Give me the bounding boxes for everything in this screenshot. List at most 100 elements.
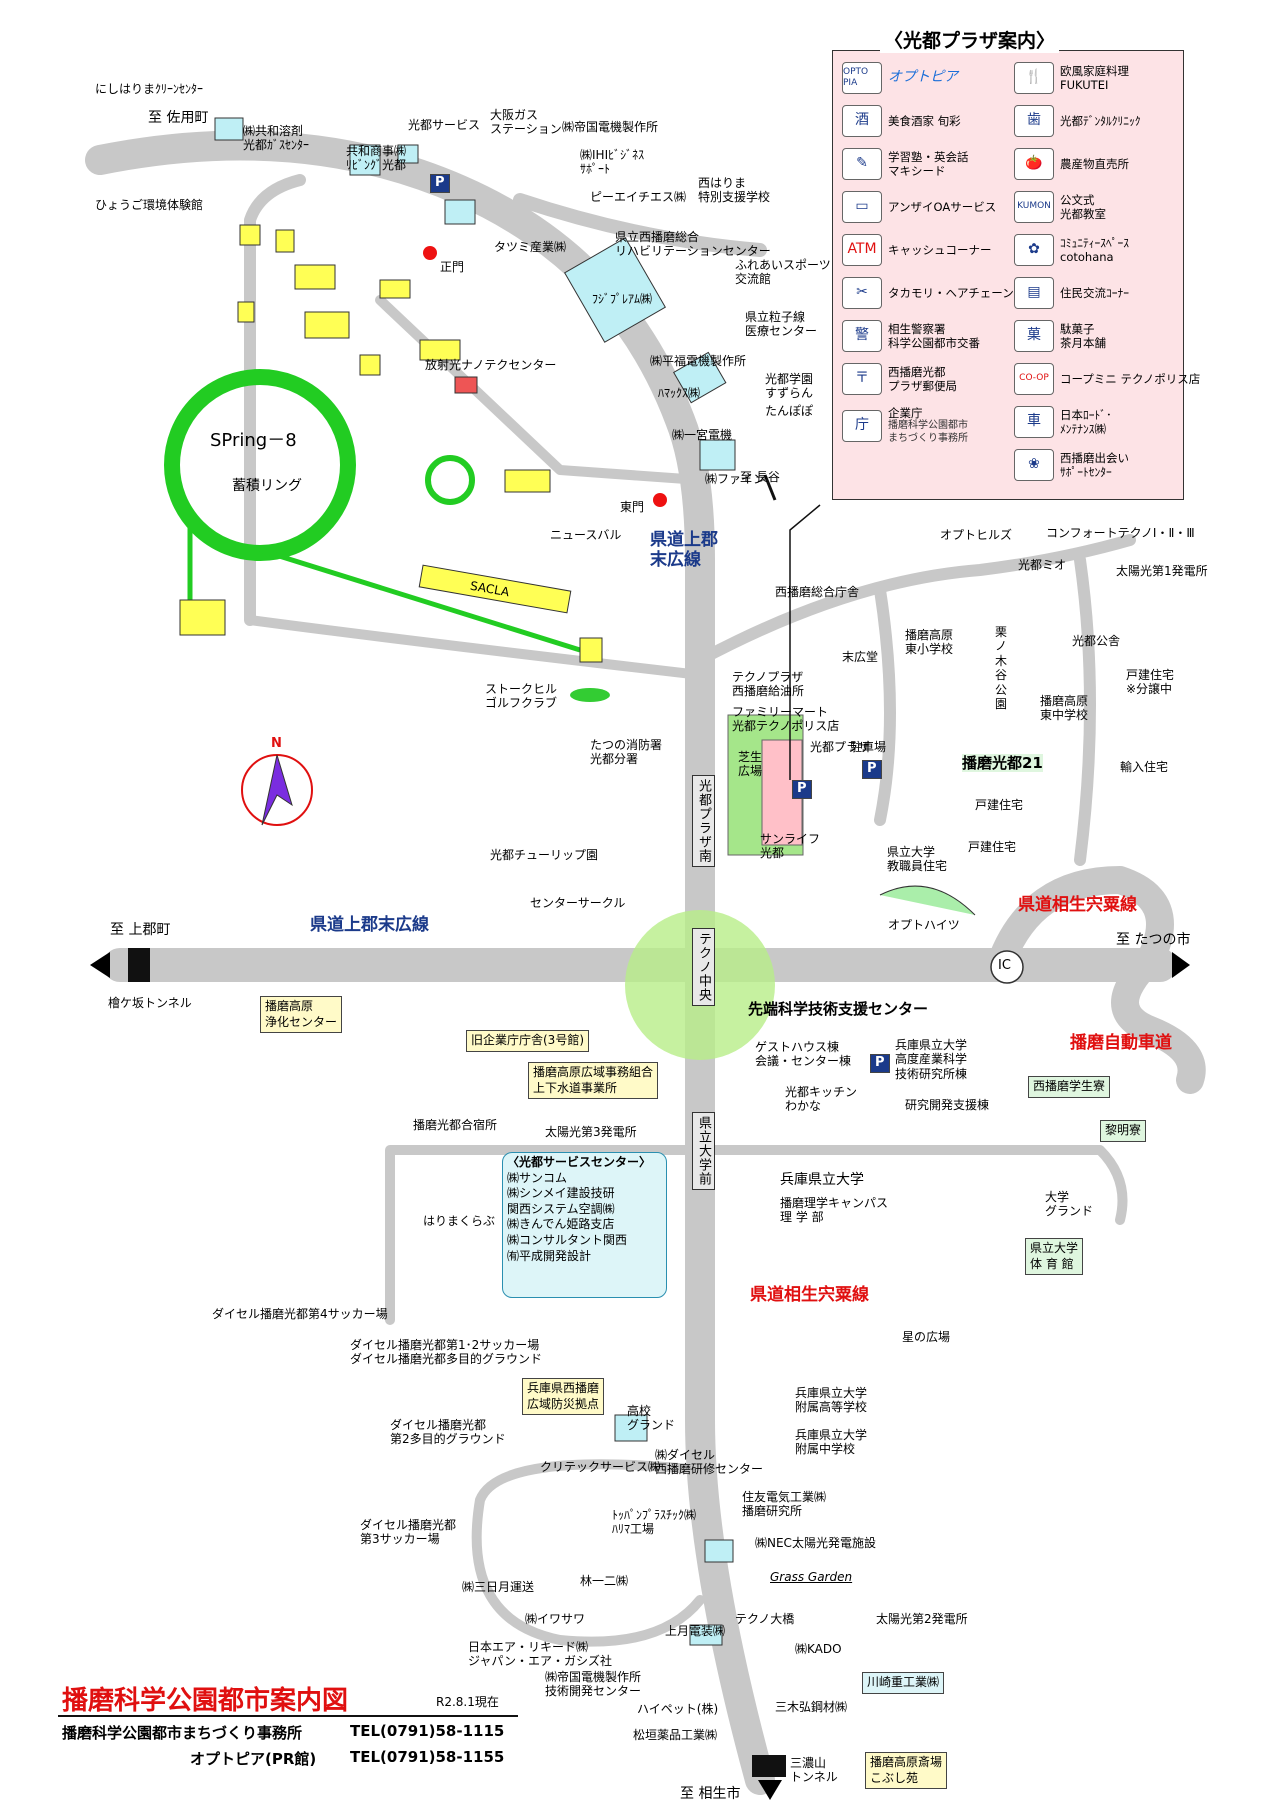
place-techno-bridge: テクノ大橋 (735, 1612, 795, 1626)
place-harima21: 播磨光都21 (962, 754, 1043, 772)
place-nishiharima-clean: にしはりまｸﾘｰﾝｾﾝﾀｰ (95, 82, 204, 96)
service-center-items: ㈱サンコム㈱シンメイ建設技研関西システム空調㈱㈱きんでん姫路支店㈱コンサルタント… (507, 1171, 662, 1265)
road-south-west (385, 1145, 705, 1325)
legend-item: 酒美食酒家 旬彩 (842, 105, 961, 137)
place-hyogo-env: ひょうご環境体験館 (95, 198, 204, 212)
place-familymart: ファミリーマート 光都テクノポリス店 (732, 705, 840, 734)
service-center-item: ㈱コンサルタント関西 (507, 1232, 628, 1247)
legend-icon: 歯 (1014, 105, 1054, 137)
place-solar1: 太陽光第1発電所 (1116, 564, 1208, 578)
place-critic: クリテックサービス㈱ (540, 1460, 661, 1474)
seimon-dot (423, 246, 437, 260)
service-center-item: ㈱きんでん姫路支店 (507, 1217, 615, 1232)
yellow-buildings (179, 224, 603, 663)
place-p1: P (430, 174, 450, 193)
legend-icon: ✂ (842, 277, 882, 309)
tunnel-west (128, 948, 150, 982)
bldg (444, 199, 476, 225)
nano-bldg (454, 376, 478, 394)
service-center-title: 〈光都サービスセンター〉 (507, 1155, 652, 1169)
bldg (294, 264, 336, 290)
place-kenkyusho: 兵庫県立大学 高度産業科学 技術研究所棟 (895, 1038, 968, 1081)
opt-heights-arc (879, 885, 976, 916)
road-spring8-3 (245, 615, 705, 680)
bldg (397, 144, 419, 164)
bldg (214, 117, 244, 141)
place-kouiki: 播磨高原広域事務組合 上下水道事業所 (528, 1062, 659, 1100)
footer-optpia-tel: TEL(0791)58-1155 (350, 1748, 505, 1766)
legend-item: 警相生警察署 科学公園都市交番 (842, 320, 980, 352)
spring8-name: SPring－8 (210, 430, 297, 451)
footer-optpia: オプトピア(PR館) (190, 1750, 317, 1768)
service-center-item: ㈱サンコム (507, 1170, 568, 1185)
dir-sayo: 至 佐用町 (148, 110, 209, 126)
road-north-branch (513, 193, 767, 257)
legend-pointer (789, 504, 821, 780)
place-kenkyushien: 研究開発支援棟 (905, 1098, 990, 1112)
legend-icon: ATM (842, 234, 882, 266)
service-center: 〈光都サービスセンター〉 ㈱サンコム㈱シンメイ建設技研関西システム空調㈱㈱きんで… (502, 1152, 667, 1298)
bldg (614, 1414, 648, 1442)
legend-item: 〒西播磨光都 プラザ郵便局 (842, 363, 957, 395)
place-kado: ㈱KADO (795, 1642, 842, 1656)
legend-text: アンザイOAサービス (888, 199, 997, 214)
bldg (504, 469, 551, 493)
place-daicel-ken: ㈱ダイセル 西播磨研修センター (655, 1448, 764, 1477)
place-toppan: ﾄｯﾊﾟﾝﾌﾟﾗｽﾁｯｸ㈱ ﾊﾘﾏ工場 (612, 1508, 697, 1537)
place-matsugaki: 松垣薬品工業㈱ (633, 1728, 718, 1742)
legend-item: 菓駄菓子 茶月本舗 (1014, 320, 1106, 352)
sacla-beamline (259, 547, 581, 653)
legend-text: 学習塾・英会話 マキシード (888, 149, 969, 178)
legend-text: 公文式 光都教室 (1060, 192, 1106, 221)
legend-icon: 🍅 (1014, 148, 1054, 180)
spring8-ring (164, 369, 356, 561)
place-soccer4: ダイセル播磨光都第4サッカー場 (212, 1307, 388, 1321)
road-ic-loop (986, 866, 1206, 1094)
place-kodate3: 戸建住宅 (968, 840, 1017, 854)
place-kobushien: 播磨高原斎場 こぶし苑 (865, 1752, 948, 1790)
bldg (359, 354, 381, 376)
place-shiba: 芝生 広場 (738, 750, 763, 779)
legend-item: ▤住民交流ｺｰﾅｰ (1014, 277, 1129, 309)
legend-item: ✎学習塾・英会話 マキシード (842, 148, 969, 180)
place-guesthouse: ゲストハウス棟 会議・センター棟 (755, 1040, 852, 1069)
legend-icon: ❀ (1014, 449, 1054, 481)
legend-icon: 菓 (1014, 320, 1054, 352)
place-opt-hills: オプトヒルズ (940, 528, 1013, 542)
service-center-item: 関西システム空調㈱ (507, 1201, 615, 1216)
place-seibangakusei: 西播磨学生寮 (1028, 1076, 1111, 1098)
legend-item: ❀西播磨出会い ｻﾎﾟｰﾄｾﾝﾀｰ (1014, 449, 1129, 481)
place-soccer12: ダイセル播磨光都第1･2サッカー場 ダイセル播磨光都多目的グラウンド (350, 1338, 543, 1367)
place-suzuran: 光都学園 すずらん (765, 372, 814, 401)
legend-icon: 警 (842, 320, 882, 352)
legend-icon: 庁 (842, 409, 882, 442)
roads (85, 130, 1206, 1795)
legend-icon: 車 (1014, 406, 1054, 438)
place-hyogo-univ: 兵庫県立大学 (780, 1172, 864, 1188)
place-tanpopo: たんぽぽ (765, 404, 814, 418)
place-mikazuki: ㈱三日月運送 (462, 1580, 535, 1594)
place-sumitomo: 住友電気工業㈱ 播磨研究所 (742, 1490, 827, 1519)
legend-item: ▭アンザイOAサービス (842, 191, 996, 223)
place-higashi-chu: 播磨高原 東中学校 (1040, 694, 1089, 723)
place-parking: 駐車場 (850, 740, 887, 754)
place-nec: ㈱NEC太陽光発電施設 (755, 1536, 876, 1550)
place-higashi-sho: 播磨高原 東小学校 (905, 628, 954, 657)
legend-item: ✂タカモリ・ヘアチェーン (842, 277, 1014, 309)
ic-circle (990, 950, 1024, 984)
place-juji: ﾌｼﾞﾌﾟﾚｱﾑ㈱ (592, 292, 653, 306)
legend-text: オプトピア (888, 69, 958, 86)
place-opt-heights: オプトハイツ (888, 918, 960, 932)
footer-office-tel: TEL(0791)58-1115 (350, 1722, 505, 1740)
place-hamax: ﾊﾏｯｸｽ㈱ (658, 386, 701, 400)
legend-text: 美食酒家 旬彩 (888, 113, 961, 128)
legend-text: 日本ﾛｰﾄﾞ･ ﾒﾝﾃﾅﾝｽ㈱ (1060, 407, 1112, 436)
legend-icon: CO-OP (1014, 363, 1054, 395)
place-seibanso: 西播磨総合庁舎 (775, 585, 860, 599)
route-aioi-n: 県道相生宍粟線 (1018, 895, 1137, 915)
legend-text: キャッシュコーナー (888, 242, 992, 257)
cyan-buildings (214, 117, 736, 1646)
place-teikoku: ㈱帝国電機製作所 (562, 120, 659, 134)
legend-icon: ✎ (842, 148, 882, 180)
bldg (419, 339, 461, 361)
